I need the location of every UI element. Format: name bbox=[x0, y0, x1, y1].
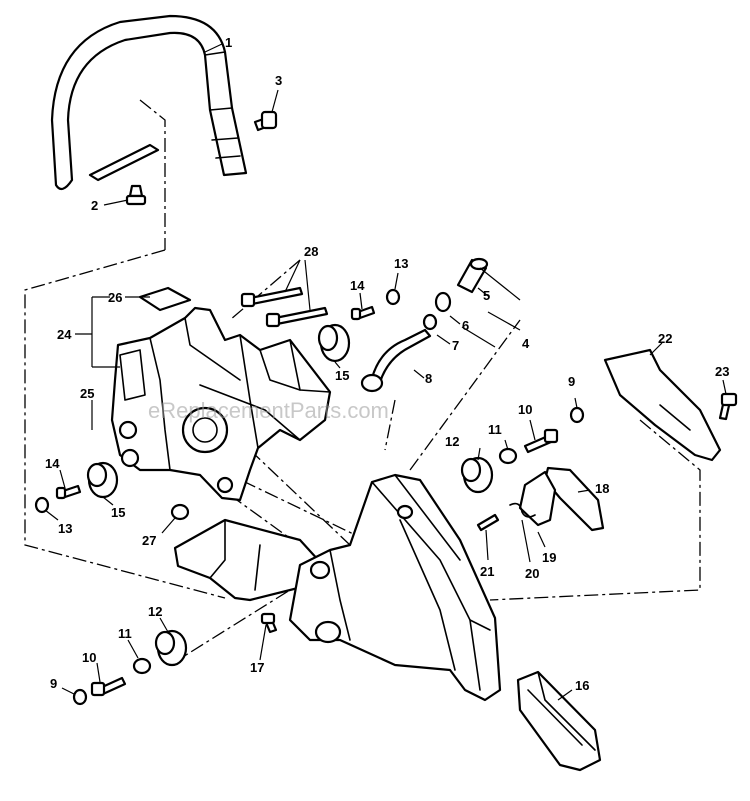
callout-10-upper: 10 bbox=[518, 402, 532, 417]
callout-13-upper: 13 bbox=[394, 256, 408, 271]
callout-15-lower: 15 bbox=[111, 505, 125, 520]
callout-16: 18 bbox=[595, 481, 609, 496]
lower-plate bbox=[173, 518, 322, 602]
washer-part-11-lower bbox=[132, 657, 152, 675]
leader-lines bbox=[44, 43, 727, 701]
callout-18: 20 bbox=[525, 566, 539, 581]
callout-labels: 1 3 2 28 13 14 26 24 25 15 5 6 7 4 8 9 1… bbox=[45, 35, 729, 693]
plug-part-13-upper bbox=[385, 288, 401, 306]
callout-20: 22 bbox=[658, 331, 672, 346]
callout-14-lower: 14 bbox=[45, 456, 60, 471]
callout-27: 27 bbox=[142, 533, 156, 548]
callout-10-lower: 10 bbox=[82, 650, 96, 665]
fuel-hose-part-8 bbox=[360, 328, 432, 393]
plug-part-13-lower bbox=[34, 496, 50, 514]
plug-part-9-upper bbox=[569, 406, 585, 424]
bolt-part-23 bbox=[260, 612, 278, 634]
callout-25: 25 bbox=[80, 386, 94, 401]
washer-part-11-upper bbox=[498, 447, 518, 465]
screw-part-14-lower bbox=[55, 484, 82, 500]
cap-part-27 bbox=[170, 503, 190, 521]
handle-cover-part-20 bbox=[603, 348, 722, 462]
callout-28: 28 bbox=[304, 244, 318, 259]
callout-13-lower: 13 bbox=[58, 521, 72, 536]
watermark-text: eReplacementParts.com bbox=[148, 398, 389, 423]
screw-part-3 bbox=[253, 110, 278, 132]
throttle-trigger-part-17 bbox=[518, 470, 557, 527]
grommet-part-7 bbox=[422, 313, 438, 331]
callout-1: 1 bbox=[225, 35, 232, 50]
screw-part-21 bbox=[718, 392, 738, 421]
bolt-part-10-upper bbox=[523, 428, 559, 454]
callout-11-upper: 11 bbox=[488, 422, 502, 437]
pin-part-19 bbox=[476, 513, 500, 532]
callout-12-lower: 12 bbox=[148, 604, 162, 619]
rubber-mount-part-15-upper bbox=[317, 323, 351, 363]
rubber-mount-part-12-lower bbox=[154, 629, 188, 667]
callout-17: 19 bbox=[542, 550, 556, 565]
grip-pad-part-22 bbox=[516, 670, 602, 772]
callout-8: 8 bbox=[425, 371, 432, 386]
callout-14-upper: 14 bbox=[350, 278, 365, 293]
callout-15-upper: 15 bbox=[335, 368, 349, 383]
screw-part-2 bbox=[125, 184, 147, 206]
rubber-mount-part-15-lower bbox=[86, 461, 119, 499]
fuel-filter-part-5 bbox=[456, 257, 489, 294]
rubber-mount-part-12-upper bbox=[460, 456, 494, 494]
gasket-part-26 bbox=[138, 286, 192, 312]
rear-handle-tank bbox=[288, 473, 502, 702]
callout-26: 26 bbox=[108, 290, 122, 305]
bolts-part-28 bbox=[240, 286, 329, 328]
plug-part-9-lower bbox=[72, 688, 88, 706]
callout-21: 23 bbox=[715, 364, 729, 379]
spring-part-18 bbox=[509, 502, 536, 518]
callout-23: 17 bbox=[250, 660, 264, 675]
callout-24: 24 bbox=[57, 327, 72, 342]
callout-11-lower: 11 bbox=[118, 626, 132, 641]
callout-19: 21 bbox=[480, 564, 494, 579]
bolt-part-10-lower bbox=[90, 676, 127, 697]
callout-6: 6 bbox=[462, 318, 469, 333]
callout-5: 5 bbox=[483, 288, 490, 303]
callout-9-lower: 9 bbox=[50, 676, 57, 691]
callout-4: 4 bbox=[522, 336, 530, 351]
callout-2: 2 bbox=[91, 198, 98, 213]
callout-7: 7 bbox=[452, 338, 459, 353]
callout-12-upper: 12 bbox=[445, 434, 459, 449]
fitting-part-6 bbox=[434, 291, 452, 313]
front-handle-part-1 bbox=[50, 14, 248, 191]
callout-3: 3 bbox=[275, 73, 282, 88]
callout-9-upper: 9 bbox=[568, 374, 575, 389]
engine-housing-part-24 bbox=[110, 306, 332, 502]
screw-part-14-upper bbox=[350, 305, 376, 321]
callout-22: 16 bbox=[575, 678, 589, 693]
